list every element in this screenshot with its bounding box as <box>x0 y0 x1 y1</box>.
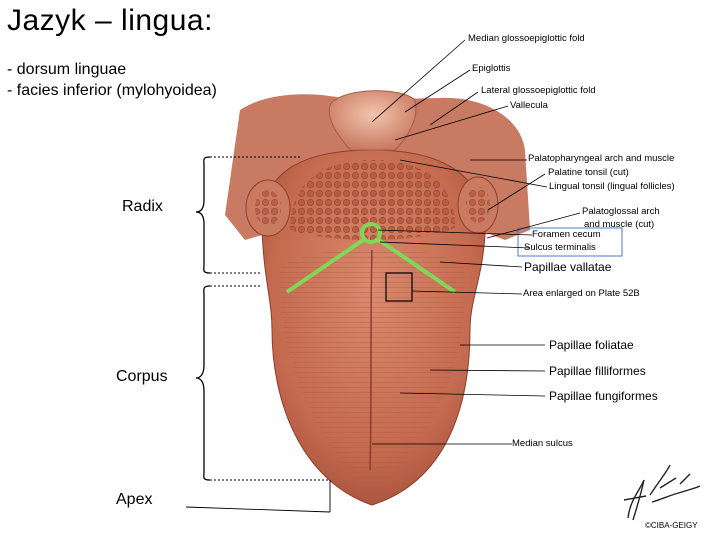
label-epiglottis: Epiglottis <box>472 63 511 74</box>
label-papillae-filiformes: Papillae filliformes <box>549 364 646 378</box>
label-sulcus-terminalis: Sulcus terminalis <box>524 242 596 253</box>
epiglottis-shape <box>328 90 417 151</box>
papillae-texture <box>279 248 466 495</box>
copyright-mark: ©CIBA-GEIGY <box>645 521 698 530</box>
region-label-corpus: Corpus <box>116 368 168 385</box>
lingual-tonsil-area <box>290 160 455 240</box>
label-papillae-vallatae: Papillae vallatae <box>524 260 612 274</box>
foramen-cecum-marker <box>360 222 382 244</box>
label-area-enlarged: Area enlarged on Plate 52B <box>523 288 640 299</box>
region-label-radix: Radix <box>122 198 163 215</box>
enlarged-area-box <box>385 272 413 302</box>
label-foramen-cecum: Foramen cecum <box>532 229 601 240</box>
subtitle-line-facies: - facies inferior (mylohyoidea) <box>7 82 217 99</box>
label-papillae-foliatae: Papillae foliatae <box>549 338 634 352</box>
median-sulcus-line <box>369 249 373 471</box>
label-palatopharyngeal-arch: Palatopharyngeal arch and muscle <box>528 153 675 164</box>
region-braces <box>195 156 211 481</box>
subtitle-line-dorsum: - dorsum linguae <box>7 61 127 78</box>
label-palatoglossal-arch: Palatoglossal arch <box>582 206 660 217</box>
label-vallecula: Vallecula <box>510 100 548 111</box>
label-palatoglossal-arch-cont: and muscle (cut) <box>584 219 655 230</box>
leader-lines <box>371 39 581 445</box>
label-lingual-tonsil: Lingual tonsil (lingual follicles) <box>549 181 675 192</box>
page-title: Jazyk – lingua: <box>7 4 213 37</box>
sulcus-terminalis-marker <box>285 236 457 294</box>
label-palatine-tonsil: Palatine tonsil (cut) <box>548 167 629 178</box>
label-median-glossoepiglottic-fold: Median glossoepiglottic fold <box>468 33 585 44</box>
apex-leader-line <box>185 506 331 513</box>
label-median-sulcus: Median sulcus <box>512 438 573 449</box>
netter-signature <box>623 464 701 521</box>
region-label-apex: Apex <box>116 491 153 508</box>
label-lateral-glossoepiglottic-fold: Lateral glossoepiglottic fold <box>481 85 596 96</box>
foramen-sulcus-label-box <box>517 227 623 257</box>
label-papillae-fungiformes: Papillae fungiformes <box>549 389 658 403</box>
